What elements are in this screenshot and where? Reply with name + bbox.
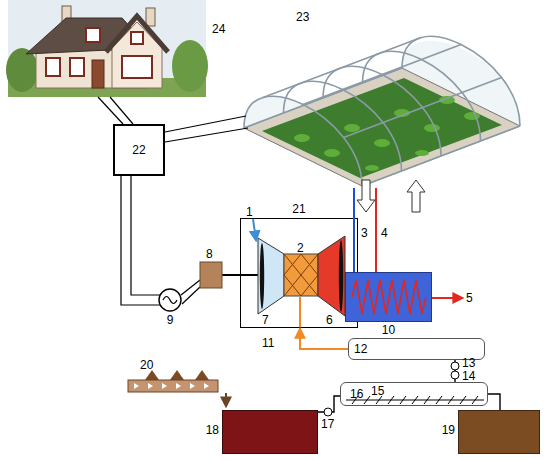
- chamber-grid: [284, 254, 318, 296]
- pump-symbol: [451, 362, 459, 370]
- door: [92, 60, 104, 88]
- greenhouse-cover: [244, 41, 520, 186]
- greenhouse-illustration: [244, 36, 520, 186]
- connector-line: [300, 328, 348, 349]
- biomass-pile: [170, 370, 184, 380]
- digester-tank: 18: [222, 410, 318, 454]
- callout-number: 2: [297, 241, 304, 255]
- generator-outline: [158, 288, 182, 312]
- connector: [376, 188, 377, 272]
- chimney: [146, 8, 155, 26]
- flow-arrow-down: [357, 180, 375, 212]
- fuel-line: [299, 297, 301, 328]
- feed-arrow: [225, 393, 227, 406]
- callout-number: 22: [132, 143, 145, 157]
- callout-number: 19: [442, 423, 455, 437]
- window: [70, 58, 84, 76]
- callout-number: 6: [326, 313, 333, 327]
- house-gable: [112, 22, 162, 88]
- plant-bed: [262, 78, 502, 178]
- callout-number: 18: [206, 423, 219, 437]
- combustion-chamber: [284, 254, 318, 296]
- generator-circle: [159, 289, 181, 311]
- callout-number: 8: [206, 247, 213, 261]
- callout-number: 4: [381, 226, 388, 240]
- connector-line: [353, 188, 355, 272]
- filter-hatching: [352, 396, 478, 404]
- callout-number: 21: [241, 202, 357, 216]
- callout-number: 16: [350, 387, 363, 401]
- heat-exchanger-coil: [352, 280, 426, 314]
- pump-symbol: [324, 408, 332, 416]
- callout-number: 24: [212, 22, 225, 36]
- connector: [121, 176, 160, 305]
- biomass-pile: [195, 370, 209, 380]
- pump-symbol: [451, 371, 459, 379]
- greenhouse-frame: [244, 36, 520, 186]
- generator-circle: 9: [158, 288, 182, 312]
- connector: [354, 188, 355, 272]
- callout-number: 15: [371, 384, 384, 398]
- callout-number: 12: [354, 342, 367, 356]
- connector-line: [110, 97, 133, 124]
- callout-number: 14: [462, 369, 475, 383]
- compressor-blades: [260, 243, 264, 309]
- wire: [182, 287, 200, 304]
- connector-line: [165, 116, 246, 132]
- connector: [165, 116, 248, 142]
- turbine-blades: [339, 240, 343, 312]
- control-box: 22: [113, 124, 165, 176]
- callout-number: 9: [158, 313, 182, 327]
- connector-line: [121, 176, 160, 305]
- callout-number: 11: [262, 336, 274, 350]
- callout-number: 5: [466, 291, 473, 305]
- callout-number: 1: [246, 205, 253, 219]
- callout-number: 20: [140, 358, 153, 372]
- connector-line: [165, 128, 248, 142]
- callout-number: 10: [346, 323, 431, 337]
- air-inlet-arrow: [253, 219, 256, 240]
- flow-arrow-up: [407, 180, 425, 212]
- house-node: 24: [8, 0, 206, 97]
- wire: [181, 280, 200, 295]
- connector-line: [488, 394, 500, 410]
- turbine-unit-box: 21: [240, 218, 358, 328]
- window: [131, 32, 143, 44]
- connector-line: [375, 188, 377, 272]
- sine-symbol: [163, 297, 177, 304]
- gable-roof: [106, 16, 168, 52]
- residue-tank: 19: [458, 410, 540, 454]
- dormer-window: [86, 28, 100, 42]
- greenhouse-node: 23: [232, 28, 522, 188]
- callout-number: 13: [462, 356, 475, 370]
- connector-line: [98, 97, 123, 124]
- window: [46, 58, 60, 76]
- turbine: [318, 236, 345, 316]
- coupling-box: [200, 262, 222, 288]
- house-illustration: [6, 0, 208, 97]
- connector-line: [131, 176, 160, 295]
- plants: [294, 96, 480, 171]
- compressor: [258, 238, 284, 314]
- window: [122, 56, 152, 78]
- callout-number: 3: [361, 226, 368, 240]
- callout-number: 7: [262, 313, 269, 327]
- callout-number: 17: [321, 417, 334, 431]
- conveyor: [128, 380, 218, 392]
- connector: [488, 394, 500, 410]
- connector: [300, 328, 348, 349]
- tree: [6, 48, 38, 92]
- callout-number: 23: [296, 10, 309, 24]
- tree: [172, 40, 208, 92]
- connector: [98, 97, 133, 124]
- exhaust-arrow: [432, 297, 462, 299]
- conveyor-arrows: [134, 383, 209, 389]
